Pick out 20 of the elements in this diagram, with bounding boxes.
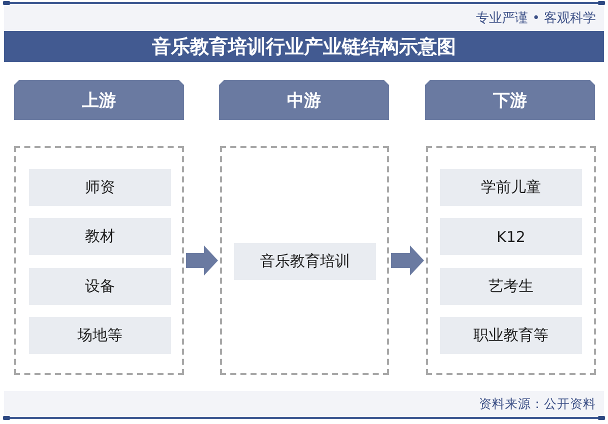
stage-header: 下游 — [425, 80, 595, 120]
item-box: 师资 — [29, 169, 171, 206]
item-box: 设备 — [29, 268, 171, 305]
title-banner: 音乐教育培训行业产业链结构示意图 — [4, 31, 604, 62]
stage-header: 上游 — [14, 80, 184, 120]
arrow — [186, 246, 218, 276]
dashed-group-frame — [426, 146, 596, 375]
item-box: 艺考生 — [440, 268, 582, 305]
item-box: 职业教育等 — [440, 317, 582, 354]
stage-header: 中游 — [219, 80, 389, 120]
slogan-text: 专业严谨 • 客观科学 — [476, 10, 596, 27]
arrow — [391, 246, 424, 276]
source-note: 资料来源：公开资料 — [479, 396, 596, 413]
item-box: 场地等 — [29, 317, 171, 354]
item-box: 学前儿童 — [440, 169, 582, 206]
dashed-group-frame — [220, 146, 389, 375]
item-box: 音乐教育培训 — [234, 243, 376, 280]
item-box: 教材 — [29, 218, 171, 255]
item-box: K12 — [440, 218, 582, 255]
dashed-group-frame — [14, 146, 184, 375]
